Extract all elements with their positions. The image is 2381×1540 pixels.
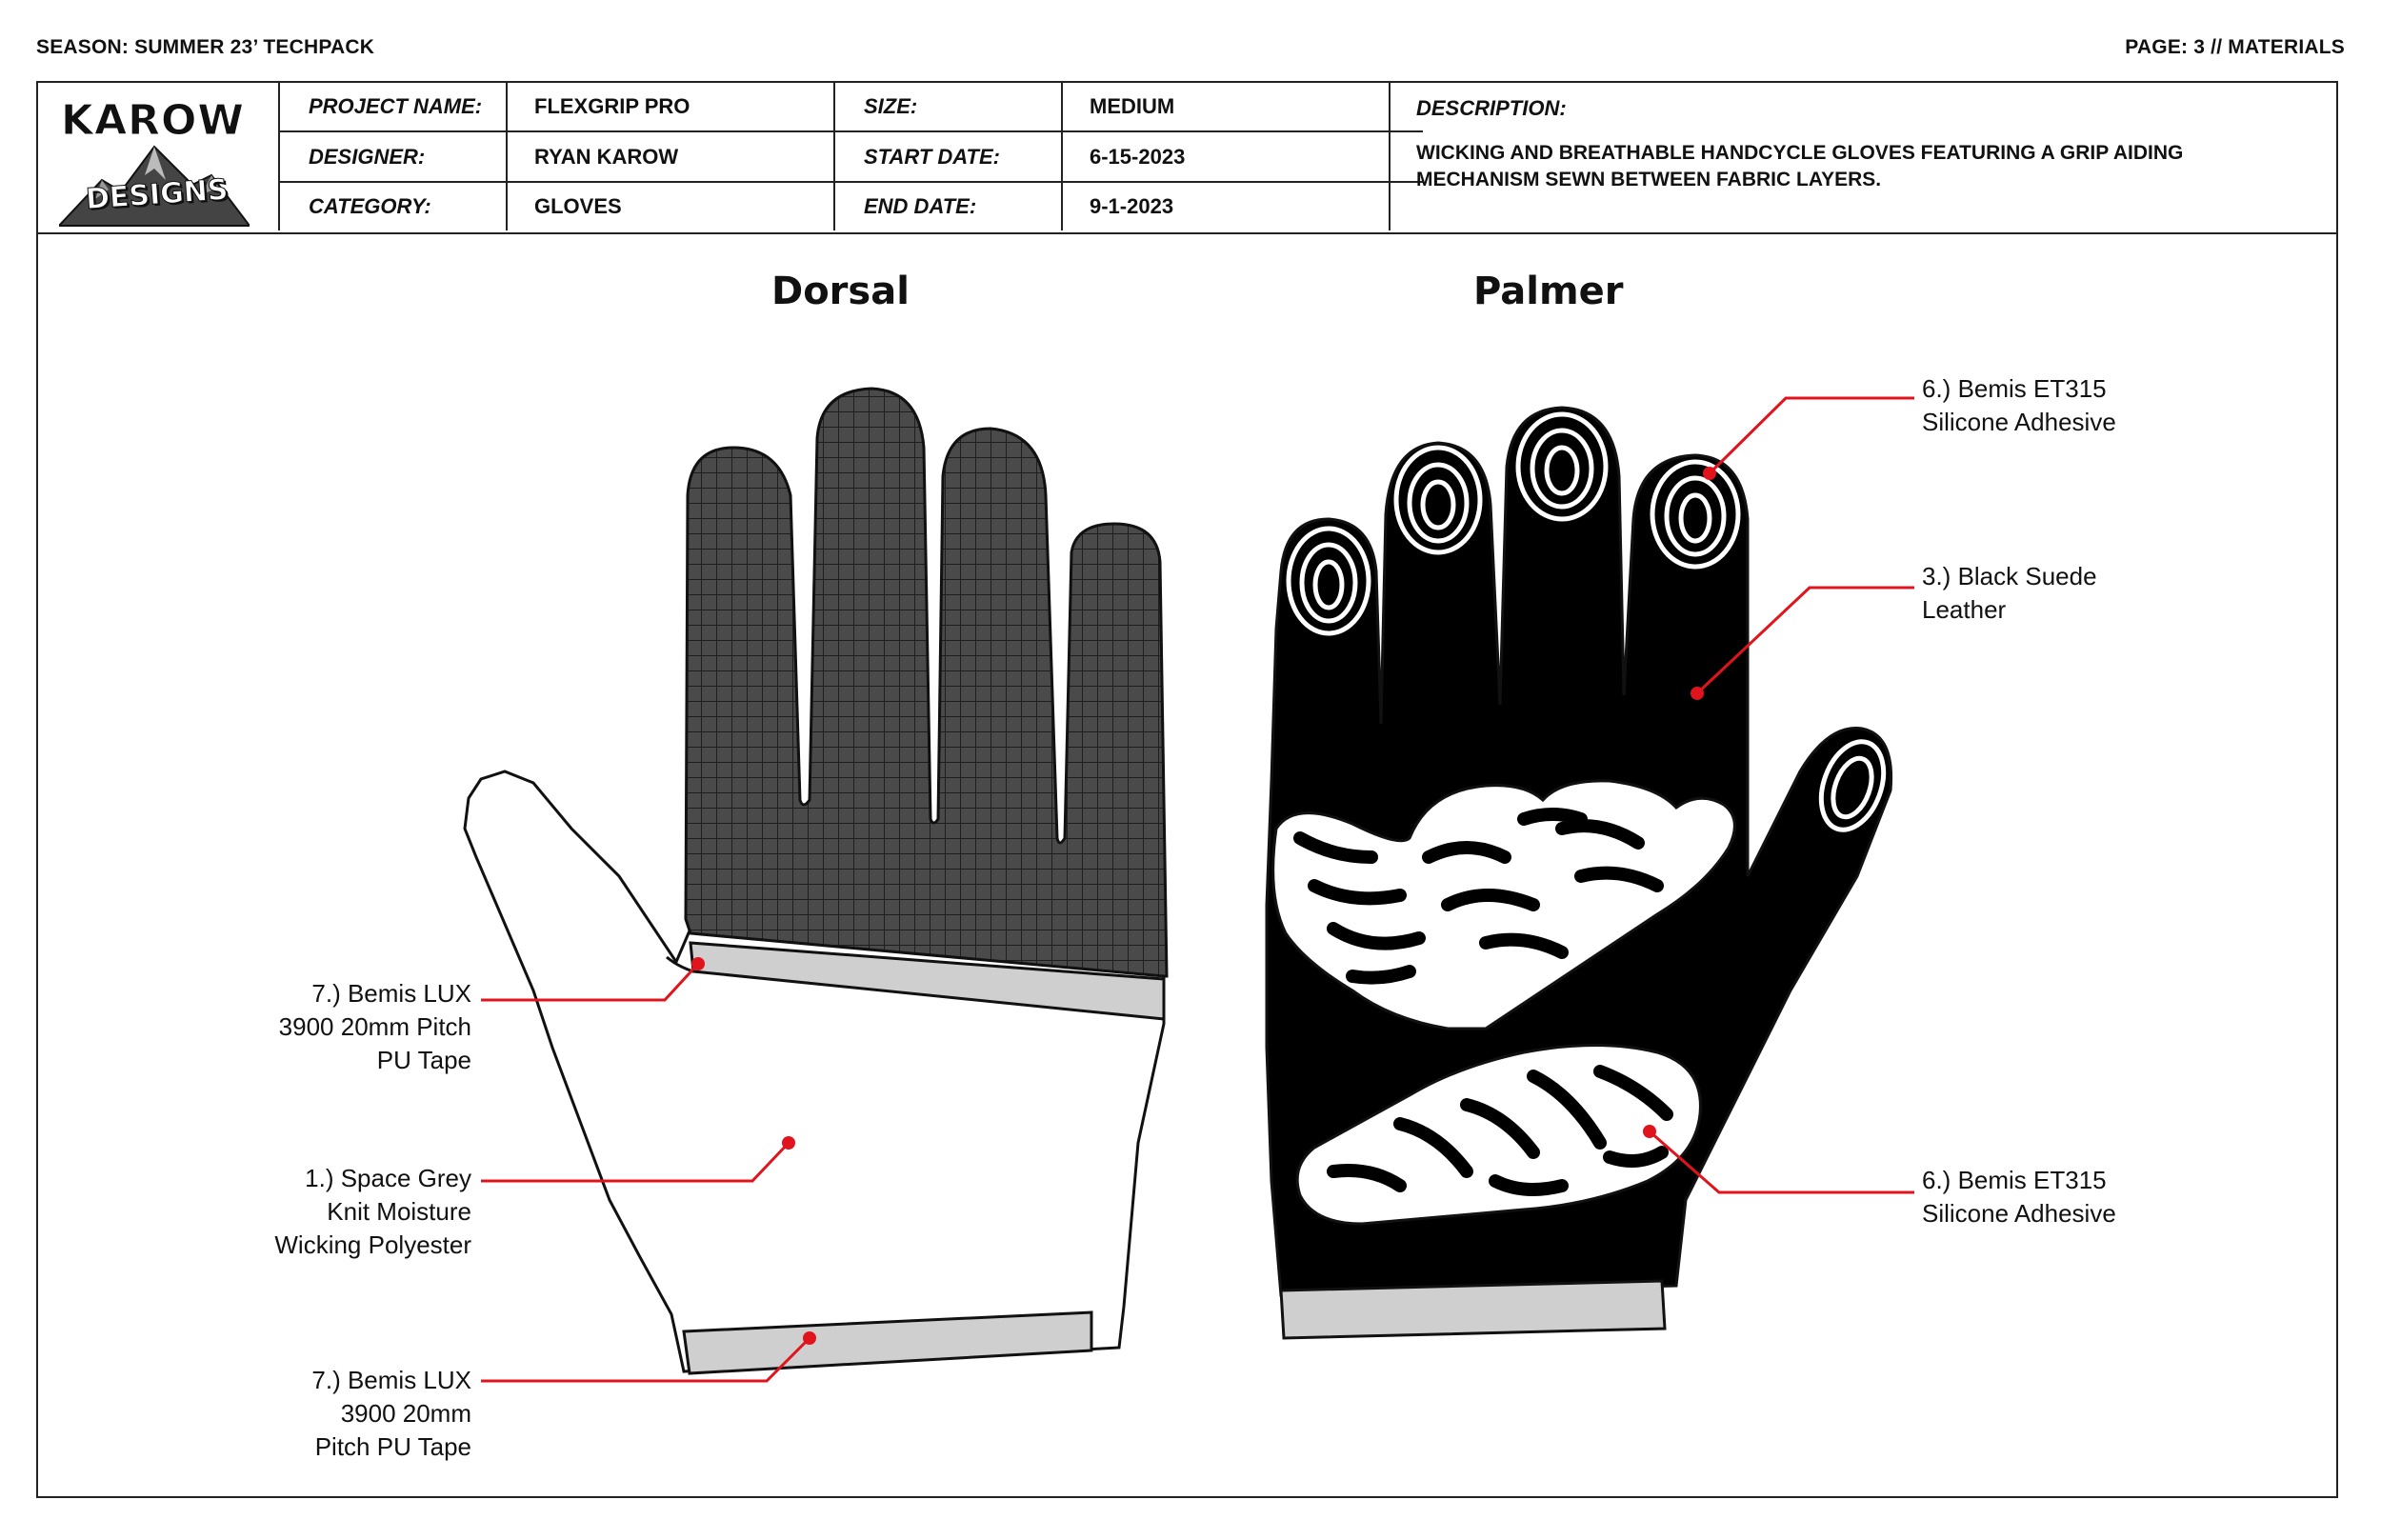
callout-line: PU Tape <box>376 1046 471 1074</box>
logo-wordmark-top: KAROW <box>61 96 245 146</box>
callout-silicone-upper: 6.) Bemis ET315 Silicone Adhesive <box>1922 372 2116 439</box>
callout-line: Silicone Adhesive <box>1922 1199 2116 1228</box>
palmer-title: Palmer <box>1473 270 1624 313</box>
start-date-label: START DATE: <box>864 144 1000 169</box>
end-date-label: END DATE: <box>864 194 977 218</box>
callout-line: Leather <box>1922 595 2007 624</box>
callout-suede-leather: 3.) Black Suede Leather <box>1922 560 2097 627</box>
category-label: CATEGORY: <box>309 194 431 218</box>
start-date-value: 6-15-2023 <box>1090 144 1186 169</box>
project-name-label: PROJECT NAME: <box>309 94 483 118</box>
techpack-frame: KAROW DESIGNS PROJECT NAME: FLEXGRIP PRO… <box>36 81 2338 1498</box>
callout-line: 7.) Bemis LUX <box>311 979 471 1008</box>
category-value: GLOVES <box>534 194 622 218</box>
callout-line: Knit Moisture <box>327 1197 471 1226</box>
mountain-icon <box>59 145 250 227</box>
end-date-value: 9-1-2023 <box>1090 194 1174 218</box>
callout-pu-tape-lower: 7.) Bemis LUX 3900 20mm Pitch PU Tape <box>186 1364 471 1464</box>
description-label: DESCRIPTION: <box>1416 96 1567 120</box>
description-text: WICKING AND BREATHABLE HANDCYCLE GLOVES … <box>1416 142 2184 190</box>
callout-silicone-lower: 6.) Bemis ET315 Silicone Adhesive <box>1922 1164 2116 1230</box>
callout-line: 3.) Black Suede <box>1922 562 2097 590</box>
callout-line: 1.) Space Grey <box>305 1164 471 1192</box>
season-label: SEASON: SUMMER 23’ TECHPACK <box>36 36 375 58</box>
page-label: PAGE: 3 // MATERIALS <box>2125 36 2345 58</box>
designer-value: RYAN KAROW <box>534 144 679 169</box>
callout-leaders <box>481 396 1914 1383</box>
callout-line: 6.) Bemis ET315 <box>1922 374 2107 403</box>
designer-label: DESIGNER: <box>309 144 426 169</box>
callout-line: 3900 20mm Pitch <box>278 1012 471 1041</box>
callout-dots <box>691 467 1716 1345</box>
dorsal-title: Dorsal <box>771 270 910 313</box>
dorsal-glove <box>463 387 1169 1375</box>
callout-polyester: 1.) Space Grey Knit Moisture Wicking Pol… <box>186 1162 471 1262</box>
callout-line: 6.) Bemis ET315 <box>1922 1166 2107 1194</box>
palmer-glove <box>1265 406 1893 1340</box>
callout-line: Silicone Adhesive <box>1922 408 2116 436</box>
callout-line: Pitch PU Tape <box>314 1432 471 1461</box>
callout-line: Wicking Polyester <box>274 1230 471 1259</box>
project-name-value: FLEXGRIP PRO <box>534 94 690 118</box>
header-table: KAROW DESIGNS PROJECT NAME: FLEXGRIP PRO… <box>38 83 2336 234</box>
callout-pu-tape-upper: 7.) Bemis LUX 3900 20mm Pitch PU Tape <box>186 977 471 1077</box>
callout-line: 7.) Bemis LUX <box>311 1366 471 1394</box>
callout-line: 3900 20mm <box>340 1399 471 1428</box>
brand-logo: KAROW DESIGNS <box>38 83 280 230</box>
size-value: MEDIUM <box>1090 94 1175 118</box>
size-label: SIZE: <box>864 94 918 118</box>
